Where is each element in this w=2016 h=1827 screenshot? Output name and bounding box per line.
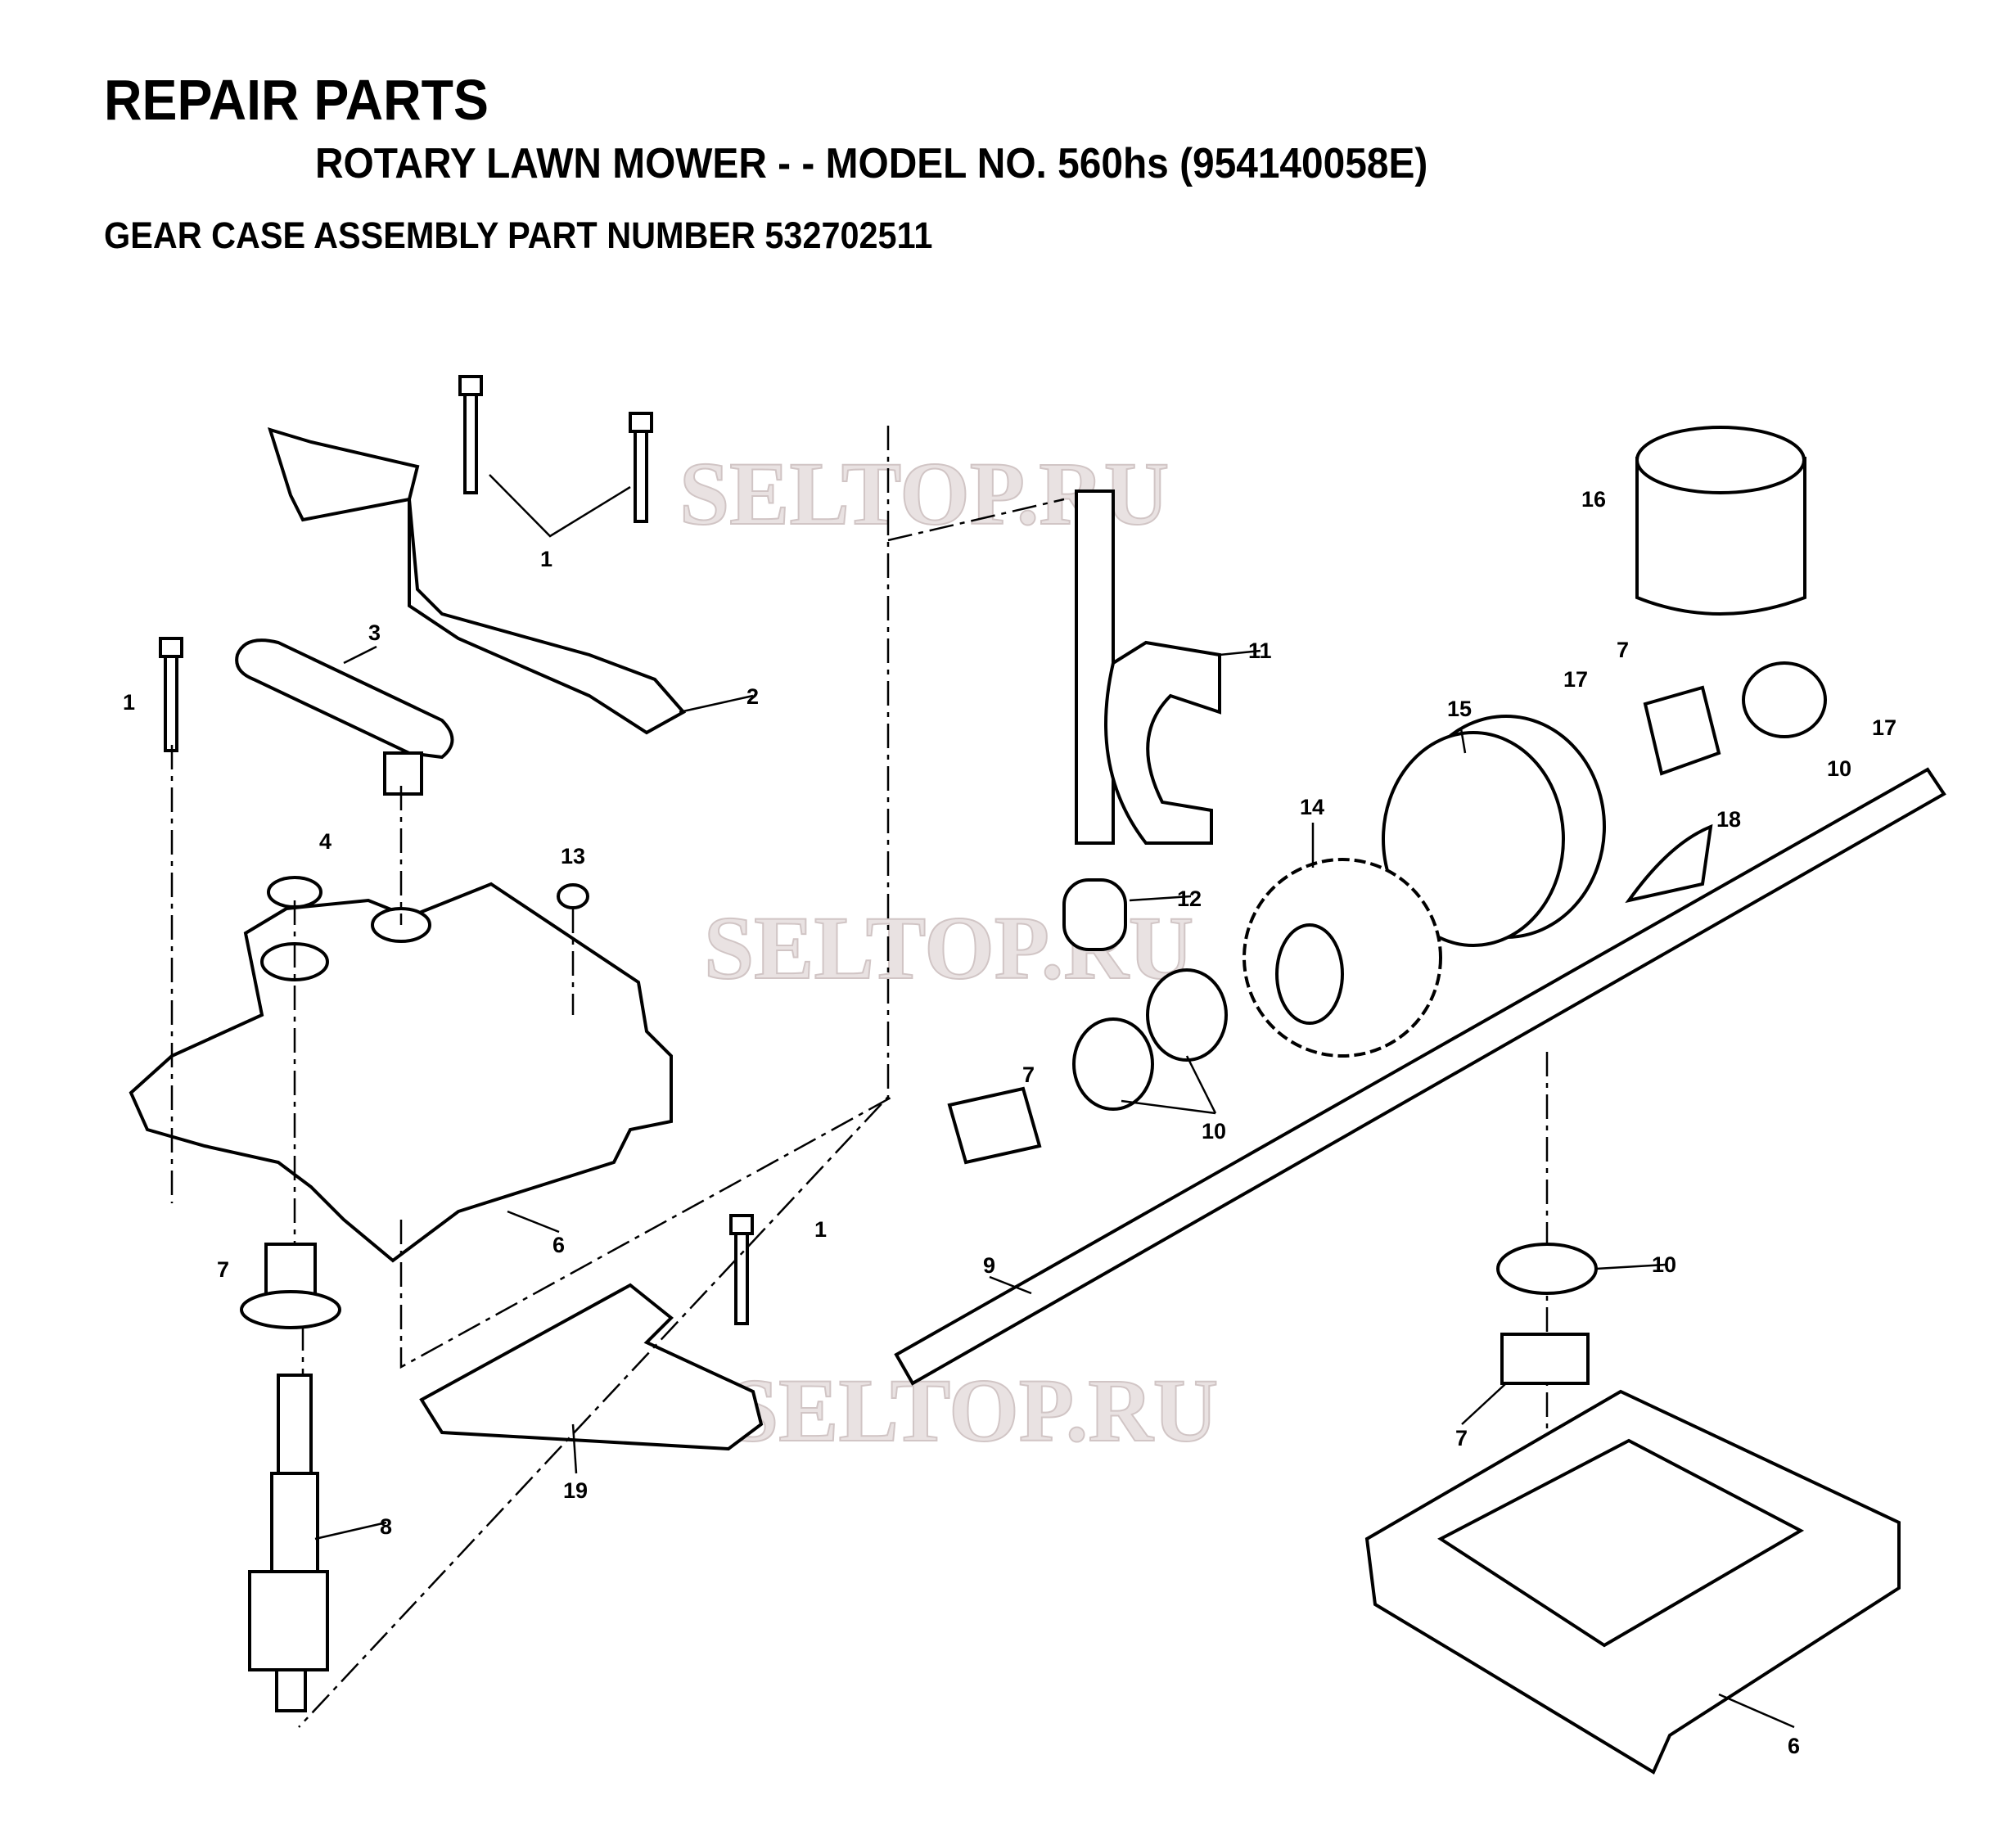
screw-part-1 [159, 375, 754, 1325]
callout: 9 [983, 1253, 995, 1278]
callout: 3 [368, 620, 381, 645]
shift-fork-part-11 [1104, 640, 1221, 845]
callout: 10 [1652, 1252, 1676, 1277]
gear-part-14 [1243, 858, 1442, 1058]
callout: 8 [380, 1514, 392, 1539]
lever-part-3 [235, 638, 454, 760]
page-title: REPAIR PARTS [104, 68, 489, 132]
watermark: SELTOP.RU [728, 1360, 1218, 1460]
shift-rod [1075, 489, 1115, 845]
axle-shaft-part-9 [894, 767, 1946, 1386]
plate-part-19 [419, 1283, 764, 1451]
callout: 2 [746, 684, 759, 709]
callout-labels: 1 3 1 2 4 13 16 11 17 7 17 15 10 14 18 1… [123, 487, 1896, 1758]
worm-shaft-part-8 [277, 1374, 313, 1475]
callout: 11 [1248, 638, 1272, 663]
callout: 7 [217, 1257, 229, 1282]
callout: 7 [1455, 1426, 1468, 1450]
callout: 6 [552, 1233, 565, 1257]
callout: 18 [1716, 807, 1741, 832]
bearing-part-7 [947, 1086, 1042, 1165]
callout: 16 [1581, 487, 1606, 512]
callout: 7 [1617, 638, 1629, 662]
callout: 13 [561, 844, 585, 868]
callout: 1 [540, 547, 552, 571]
callout: 7 [1022, 1062, 1035, 1087]
callout: 15 [1447, 697, 1472, 721]
callout: 17 [1563, 667, 1588, 692]
model-subtitle: ROTARY LAWN MOWER - - MODEL NO. 560hs (9… [315, 140, 1428, 187]
spacer-part-12 [1062, 878, 1127, 951]
callout: 4 [319, 829, 331, 854]
callout: 14 [1300, 795, 1324, 819]
callout: 10 [1202, 1119, 1226, 1144]
callout: 17 [1872, 715, 1896, 740]
callout: 10 [1827, 756, 1851, 781]
callout: 19 [563, 1478, 588, 1503]
assembly-part-number: GEAR CASE ASSEMBLY PART NUMBER 532702511 [104, 214, 933, 256]
washer-part-10 [1146, 968, 1228, 1062]
callout: 6 [1788, 1734, 1800, 1758]
key-part-18 [1625, 823, 1713, 904]
cup-part-16 [1635, 457, 1806, 616]
callout: 1 [123, 690, 135, 715]
callout: 1 [814, 1217, 827, 1242]
callout: 12 [1177, 886, 1202, 911]
plug-part-13 [557, 883, 589, 909]
